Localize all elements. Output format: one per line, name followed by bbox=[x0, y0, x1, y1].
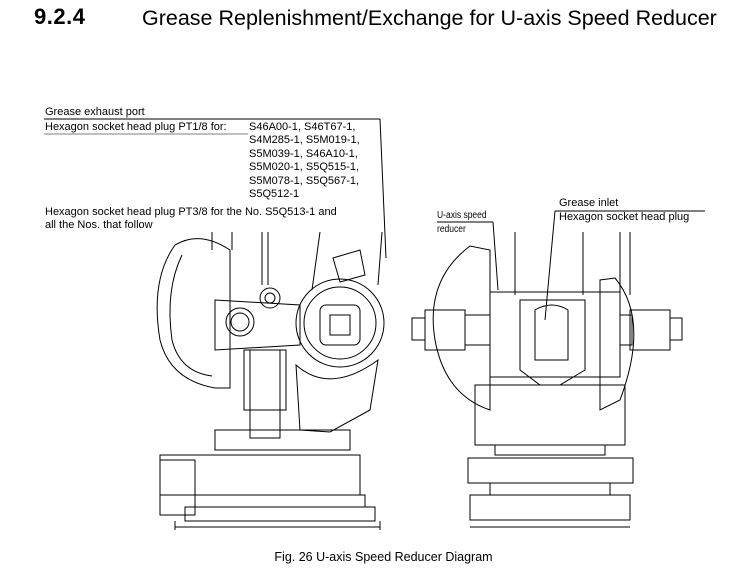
grease-exhaust-port-label: Grease exhaust port bbox=[45, 106, 145, 118]
left-robot-side-view bbox=[156, 231, 385, 530]
model-line: S46A00-1, S46T67-1, bbox=[249, 121, 356, 133]
u-axis-reducer-label-line2: reducer bbox=[437, 224, 466, 235]
plug-pt18-models: S46A00-1, S46T67-1, S4M285-1, S5M019-1, … bbox=[249, 121, 360, 201]
plug-pt38-label: Hexagon socket head plug PT3/8 for the N… bbox=[45, 206, 337, 233]
inlet-plug-label: Hexagon socket head plug bbox=[559, 211, 690, 223]
figure-caption: Fig. 26 U-axis Speed Reducer Diagram bbox=[274, 550, 493, 564]
grease-inlet-label: Grease inlet bbox=[559, 197, 619, 209]
right-robot-front-view bbox=[411, 232, 683, 528]
model-line: S5M078-1, S5Q567-1, bbox=[249, 174, 360, 187]
model-line: S4M285-1, S5M019-1, bbox=[249, 134, 360, 147]
u-axis-reducer-label-line1: U-axis speed bbox=[437, 210, 487, 221]
section-title: Grease Replenishment/Exchange for U-axis… bbox=[142, 6, 717, 30]
section-number: 9.2.4 bbox=[34, 4, 86, 29]
plug-pt38-line1: Hexagon socket head plug PT3/8 for the N… bbox=[45, 206, 337, 218]
plug-pt18-label: Hexagon socket head plug PT1/8 for: bbox=[45, 121, 227, 133]
model-line: S5M020-1, S5Q515-1, bbox=[249, 161, 360, 174]
model-line: S5M039-1, S46A10-1, bbox=[249, 147, 358, 160]
model-line: S5Q512-1 bbox=[249, 188, 300, 201]
plug-pt38-line2: all the Nos. that follow bbox=[45, 219, 153, 232]
